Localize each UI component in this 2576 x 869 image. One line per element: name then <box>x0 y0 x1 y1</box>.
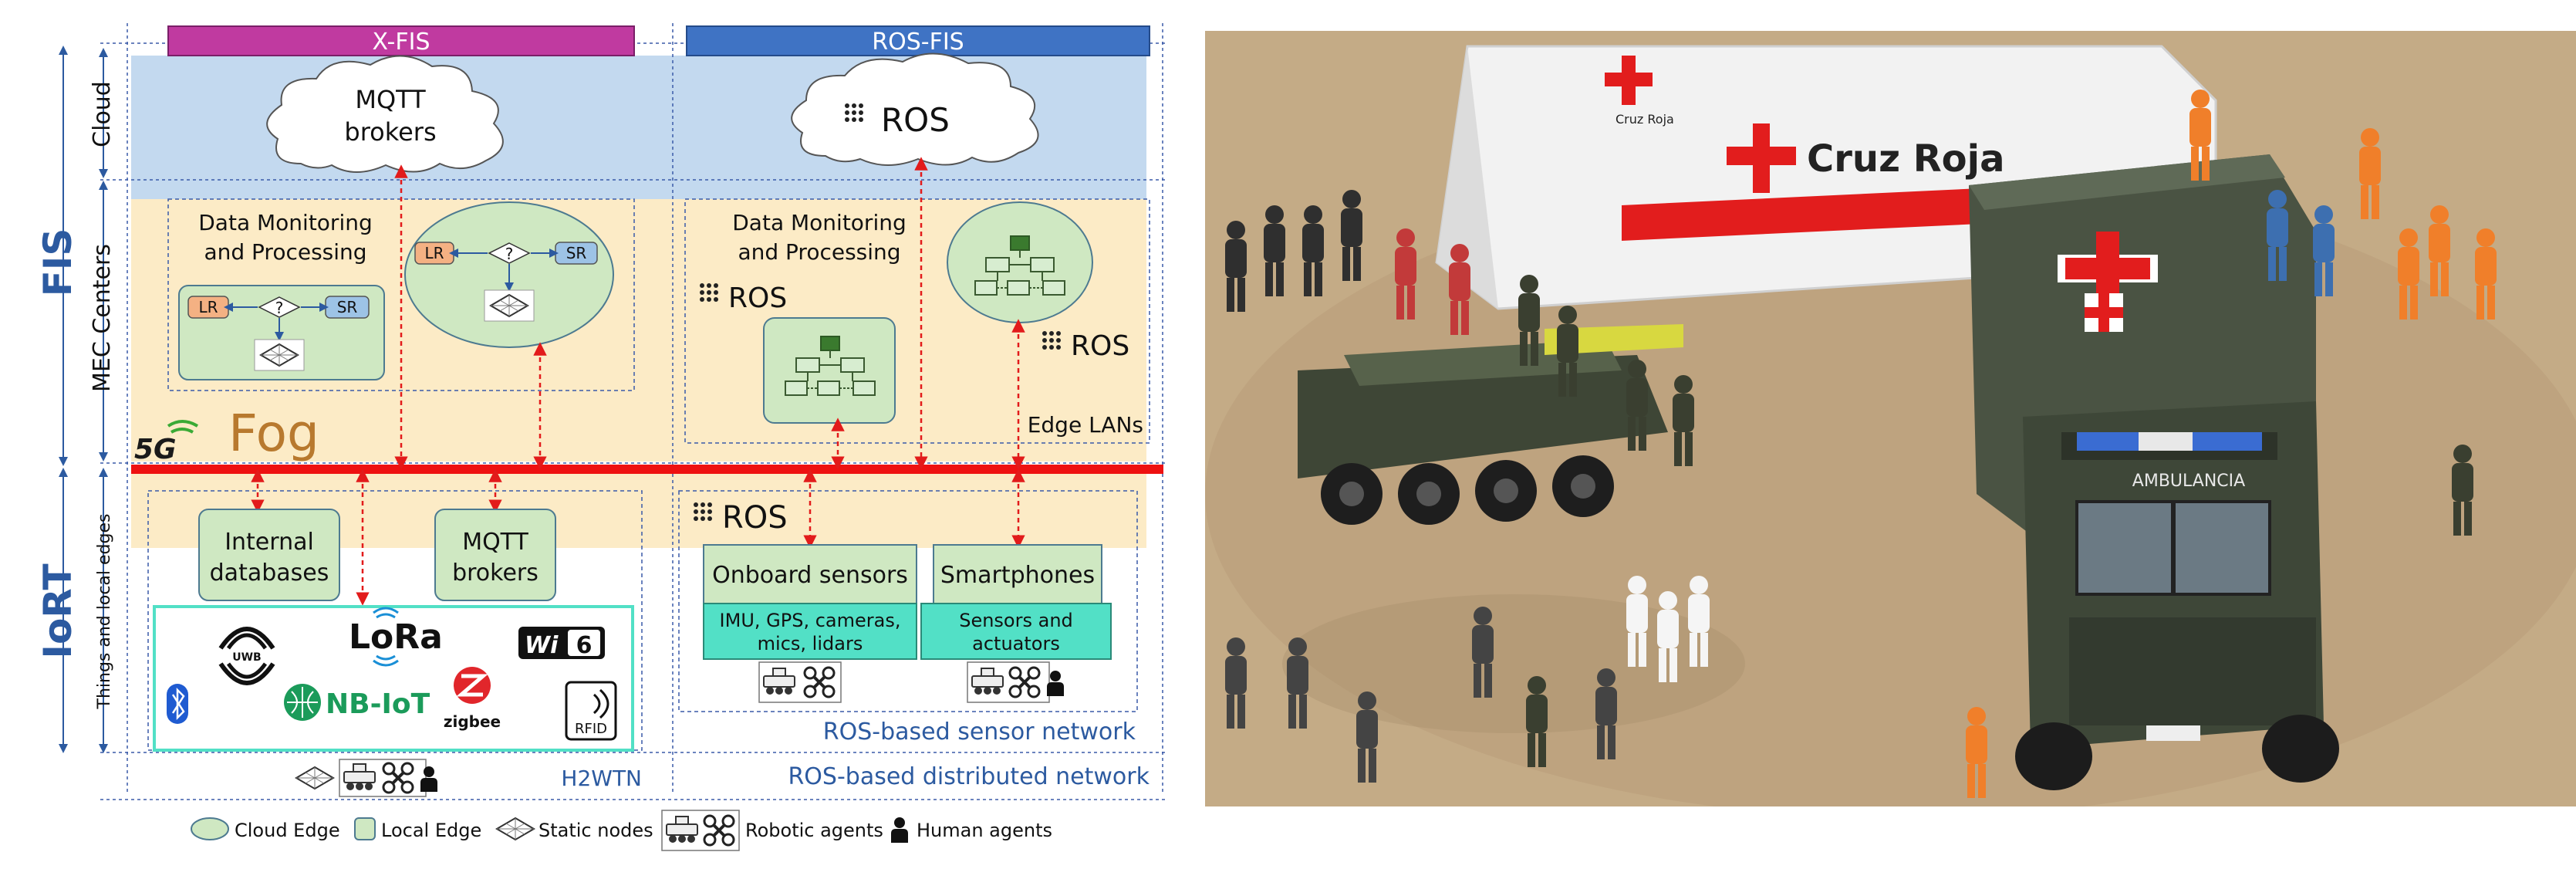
sr-label: SR <box>337 298 358 316</box>
lora-icon: LoRa <box>349 607 443 667</box>
internal-databases-box <box>198 509 340 601</box>
sa-line1: Sensors and <box>959 610 1073 631</box>
legend-cloud-edge: Cloud Edge <box>235 820 340 841</box>
mec-ros-left: ROS <box>728 282 787 314</box>
uwb-icon: UWB <box>218 627 275 685</box>
lr-label: LR <box>198 298 218 316</box>
mqtt-local-line2: brokers <box>452 560 538 587</box>
legend-local-edge: Local Edge <box>381 820 481 841</box>
ambulance: AMBULANCIA <box>1969 154 2339 790</box>
mec-side-label: MEC Centers <box>89 244 116 392</box>
field-exercise-photo: Cruz Roja Cruz Roja AMBULANCIA <box>1205 31 2576 806</box>
rosfis-header-label: ROS-FIS <box>872 29 964 56</box>
tent-text: Cruz Roja <box>1807 137 2005 181</box>
legend: Cloud Edge Local Edge Static nodes Robot… <box>191 810 1052 851</box>
imu-line2: mics, lidars <box>758 633 863 654</box>
smartphones-label: Smartphones <box>940 562 1095 589</box>
lr-label-2: LR <box>424 244 444 262</box>
tent-small-text: Cruz Roja <box>1615 112 1674 127</box>
mec-ros-right: ROS <box>1071 330 1129 362</box>
rfid-icon: RFID <box>565 681 617 741</box>
fiveg-label: 5G <box>134 434 177 465</box>
mqtt-cloud-line1: MQTT <box>355 85 426 114</box>
left-axis <box>59 46 108 753</box>
legend-static-nodes: Static nodes <box>538 820 653 841</box>
mqtt-local-line1: MQTT <box>462 529 528 556</box>
dmp-right-line1: Data Monitoring <box>732 210 906 235</box>
fis-label: FIS <box>35 228 80 297</box>
ros-sensor-network-label: ROS-based sensor network <box>823 719 1136 746</box>
mqtt-brokers-local-box <box>434 509 556 601</box>
dmp-left-line1: Data Monitoring <box>198 210 373 235</box>
rfid-label: RFID <box>575 721 607 737</box>
edge-lans-label: Edge LANs <box>1028 412 1143 438</box>
sa-line2: actuators <box>972 633 1060 654</box>
mqtt-cloud-line2: brokers <box>344 117 436 147</box>
ambulance-text: AMBULANCIA <box>2132 472 2245 491</box>
wifi-label: Wi <box>525 632 559 659</box>
cloud-edge-ellipse-ros <box>947 201 1093 323</box>
sr-label-2: SR <box>566 244 587 262</box>
onboard-sensors-box <box>703 544 917 604</box>
zigbee-label: zigbee <box>444 712 501 731</box>
imu-box <box>703 603 917 660</box>
internal-db-line2: databases <box>210 560 329 587</box>
mqtt-cloud-shape <box>266 55 504 173</box>
nbiot-label: NB-IoT <box>326 688 430 720</box>
things-ros-label: ROS <box>722 500 788 536</box>
fog-label: Fog <box>228 404 319 463</box>
fis-architecture-diagram: FIS IoRT Cloud MEC Centers Things and lo… <box>35 23 1165 851</box>
lora-label: LoRa <box>349 617 443 657</box>
h2wtn-label: H2WTN <box>561 766 642 791</box>
legend-robotic-agents: Robotic agents <box>745 820 883 841</box>
cloud-side-label: Cloud <box>89 81 116 147</box>
uwb-label: UWB <box>232 651 261 664</box>
ros-distributed-network-label: ROS-based distributed network <box>788 763 1150 790</box>
dmp-left-line2: and Processing <box>204 239 366 265</box>
iort-label: IoRT <box>35 563 80 658</box>
bluetooth-icon <box>167 684 188 724</box>
smartphones-box <box>933 544 1102 604</box>
local-edge-box-ros <box>763 317 896 424</box>
ros-cloud-label: ROS <box>881 101 950 139</box>
wifi6-icon: Wi 6 <box>518 627 605 659</box>
imu-line1: IMU, GPS, cameras, <box>720 610 901 631</box>
xfis-header-label: X-FIS <box>372 29 430 56</box>
q-label: ? <box>275 299 284 317</box>
things-side-label: Things and local edges <box>95 514 114 710</box>
wifi6-label: 6 <box>576 632 593 659</box>
zigbee-icon: zigbee <box>444 667 501 731</box>
nbiot-icon: NB-IoT <box>284 684 430 721</box>
legend-human-agents: Human agents <box>917 820 1052 841</box>
onboard-sensors-label: Onboard sensors <box>712 562 908 589</box>
dmp-right-line2: and Processing <box>738 239 900 265</box>
q-label-2: ? <box>505 245 514 263</box>
sensors-actuators-box <box>920 603 1112 660</box>
armored-vehicle <box>1298 324 1683 525</box>
internal-db-line1: Internal <box>225 529 314 556</box>
